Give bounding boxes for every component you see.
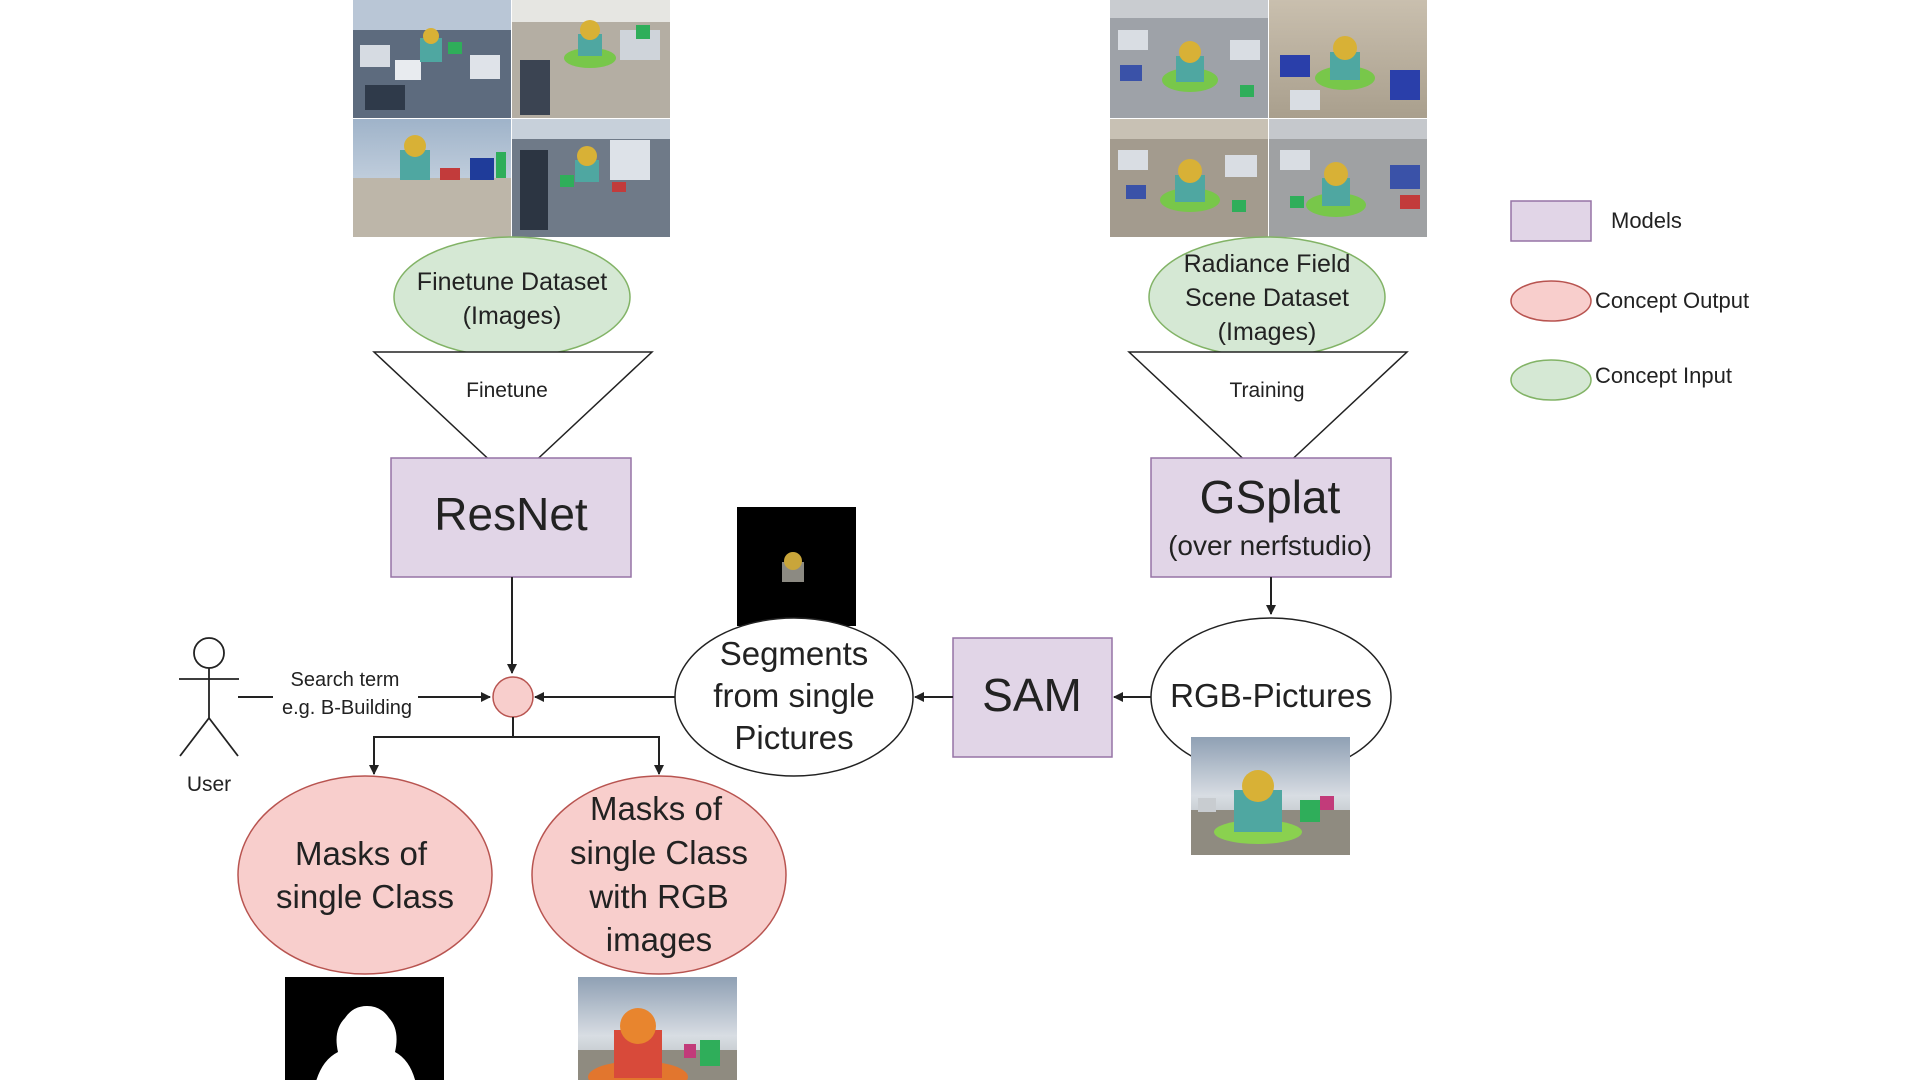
arrow-junction-to-masks-rgb	[513, 736, 664, 775]
masks-with-rgb-ellipse	[531, 775, 787, 975]
legend-item-models: Models	[1510, 200, 1682, 242]
resnet-label: ResNet	[434, 488, 588, 540]
rgb-pictures-label: RGB-Pictures	[1170, 677, 1372, 714]
segments-line-2: from single	[713, 677, 874, 714]
legend-label-models: Models	[1611, 208, 1682, 233]
rgb-picture-thumbnail	[1191, 737, 1350, 855]
user-label: User	[187, 773, 231, 796]
gsplat-box	[1150, 457, 1392, 578]
radiance-dataset-line-3: (Images)	[1218, 318, 1317, 346]
arrow-junction-to-masks-single	[369, 717, 514, 775]
masks-with-rgb-line-4: images	[606, 921, 712, 958]
finetune-thumb-4	[512, 119, 670, 237]
legend-swatch-concept-input	[1510, 359, 1592, 401]
finetune-dataset-node: Finetune Dataset (Images)	[393, 236, 631, 358]
resnet-model: ResNet	[390, 457, 632, 578]
segments-line-1: Segments	[720, 635, 869, 672]
mask-thumbnail	[285, 977, 444, 1080]
search-term-line-2: e.g. B-Building	[282, 697, 412, 719]
finetune-dataset-line-2: (Images)	[463, 302, 562, 330]
training-process: Training	[1127, 351, 1409, 484]
masks-single-class-ellipse	[237, 775, 493, 975]
finetune-label: Finetune	[466, 379, 548, 402]
finetune-thumb-3	[353, 119, 511, 237]
resnet-box	[390, 457, 632, 578]
finetune-thumb-2	[512, 0, 670, 118]
segments-line-3: Pictures	[734, 719, 853, 756]
masks-single-class-node: Masks of single Class	[237, 775, 493, 975]
rgb-pictures-node: RGB-Pictures	[1150, 617, 1392, 777]
finetune-process: Finetune	[372, 351, 654, 484]
user-actor: User	[179, 637, 239, 796]
training-label: Training	[1229, 379, 1304, 402]
finetune-triangle	[372, 351, 654, 484]
masks-with-rgb-line-1: Masks of	[590, 790, 723, 827]
finetune-dataset-ellipse	[393, 236, 631, 358]
masks-with-rgb-line-3: with RGB	[588, 878, 728, 915]
legend: Models Concept Output Concept Input	[1510, 200, 1749, 401]
masks-with-rgb-node: Masks of single Class with RGB images	[531, 775, 787, 975]
radiance-dataset-line-2: Scene Dataset	[1185, 284, 1349, 312]
gsplat-label: GSplat	[1200, 471, 1341, 523]
radiance-thumb-4	[1269, 119, 1427, 237]
masks-single-class-line-1: Masks of	[295, 835, 428, 872]
legend-item-concept-input: Concept Input	[1510, 359, 1732, 401]
radiance-thumb-3	[1110, 119, 1268, 237]
masks-single-class-line-2: single Class	[276, 878, 454, 915]
legend-swatch-concept-output	[1510, 280, 1592, 322]
connectors	[238, 577, 1276, 775]
segment-thumbnail	[737, 507, 856, 626]
user-icon	[179, 637, 239, 757]
training-triangle	[1127, 351, 1409, 484]
sam-model: SAM	[952, 637, 1113, 758]
sam-label: SAM	[982, 669, 1082, 721]
finetune-thumb-1	[353, 0, 511, 118]
finetune-dataset-thumbnails	[353, 0, 670, 237]
masked-rgb-thumbnail	[578, 977, 737, 1080]
radiance-dataset-thumbnails	[1110, 0, 1427, 237]
masks-with-rgb-line-2: single Class	[570, 834, 748, 871]
gsplat-sublabel: (over nerfstudio)	[1168, 530, 1372, 561]
gsplat-model: GSplat (over nerfstudio)	[1150, 457, 1392, 578]
legend-swatch-models	[1510, 200, 1592, 242]
concept-junction	[492, 676, 534, 718]
sam-box	[952, 637, 1113, 758]
radiance-thumb-1	[1110, 0, 1268, 118]
finetune-dataset-line-1: Finetune Dataset	[417, 268, 607, 296]
radiance-dataset-node: Radiance Field Scene Dataset (Images)	[1148, 236, 1386, 358]
radiance-thumb-2	[1269, 0, 1427, 118]
legend-item-concept-output: Concept Output	[1510, 280, 1749, 322]
segments-node: Segments from single Pictures	[674, 617, 914, 777]
legend-label-concept-input: Concept Input	[1595, 363, 1732, 388]
radiance-dataset-line-1: Radiance Field	[1184, 250, 1351, 278]
legend-label-concept-output: Concept Output	[1595, 288, 1749, 313]
search-term-line-1: Search term	[291, 669, 400, 691]
